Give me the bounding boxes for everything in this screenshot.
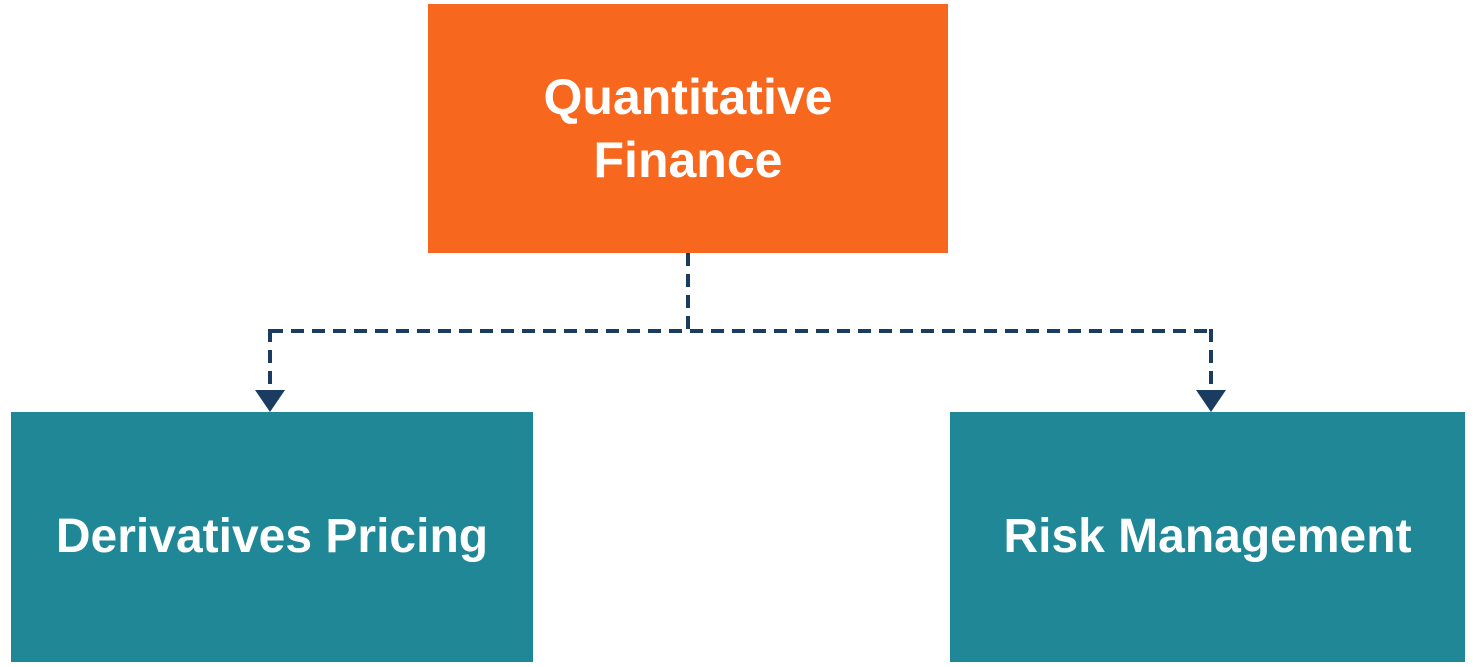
node-derivatives-pricing: Derivatives Pricing bbox=[11, 412, 533, 662]
node-risk-management: Risk Management bbox=[950, 412, 1465, 662]
node-quantitative-finance: Quantitative Finance bbox=[428, 4, 948, 253]
node-quantitative-finance-label: Quantitative Finance bbox=[543, 69, 833, 188]
arrowhead-down-right-icon bbox=[1196, 390, 1226, 412]
arrowhead-down-left-icon bbox=[255, 390, 285, 412]
node-derivatives-pricing-label: Derivatives Pricing bbox=[55, 510, 489, 563]
node-risk-management-label: Risk Management bbox=[1003, 510, 1412, 563]
